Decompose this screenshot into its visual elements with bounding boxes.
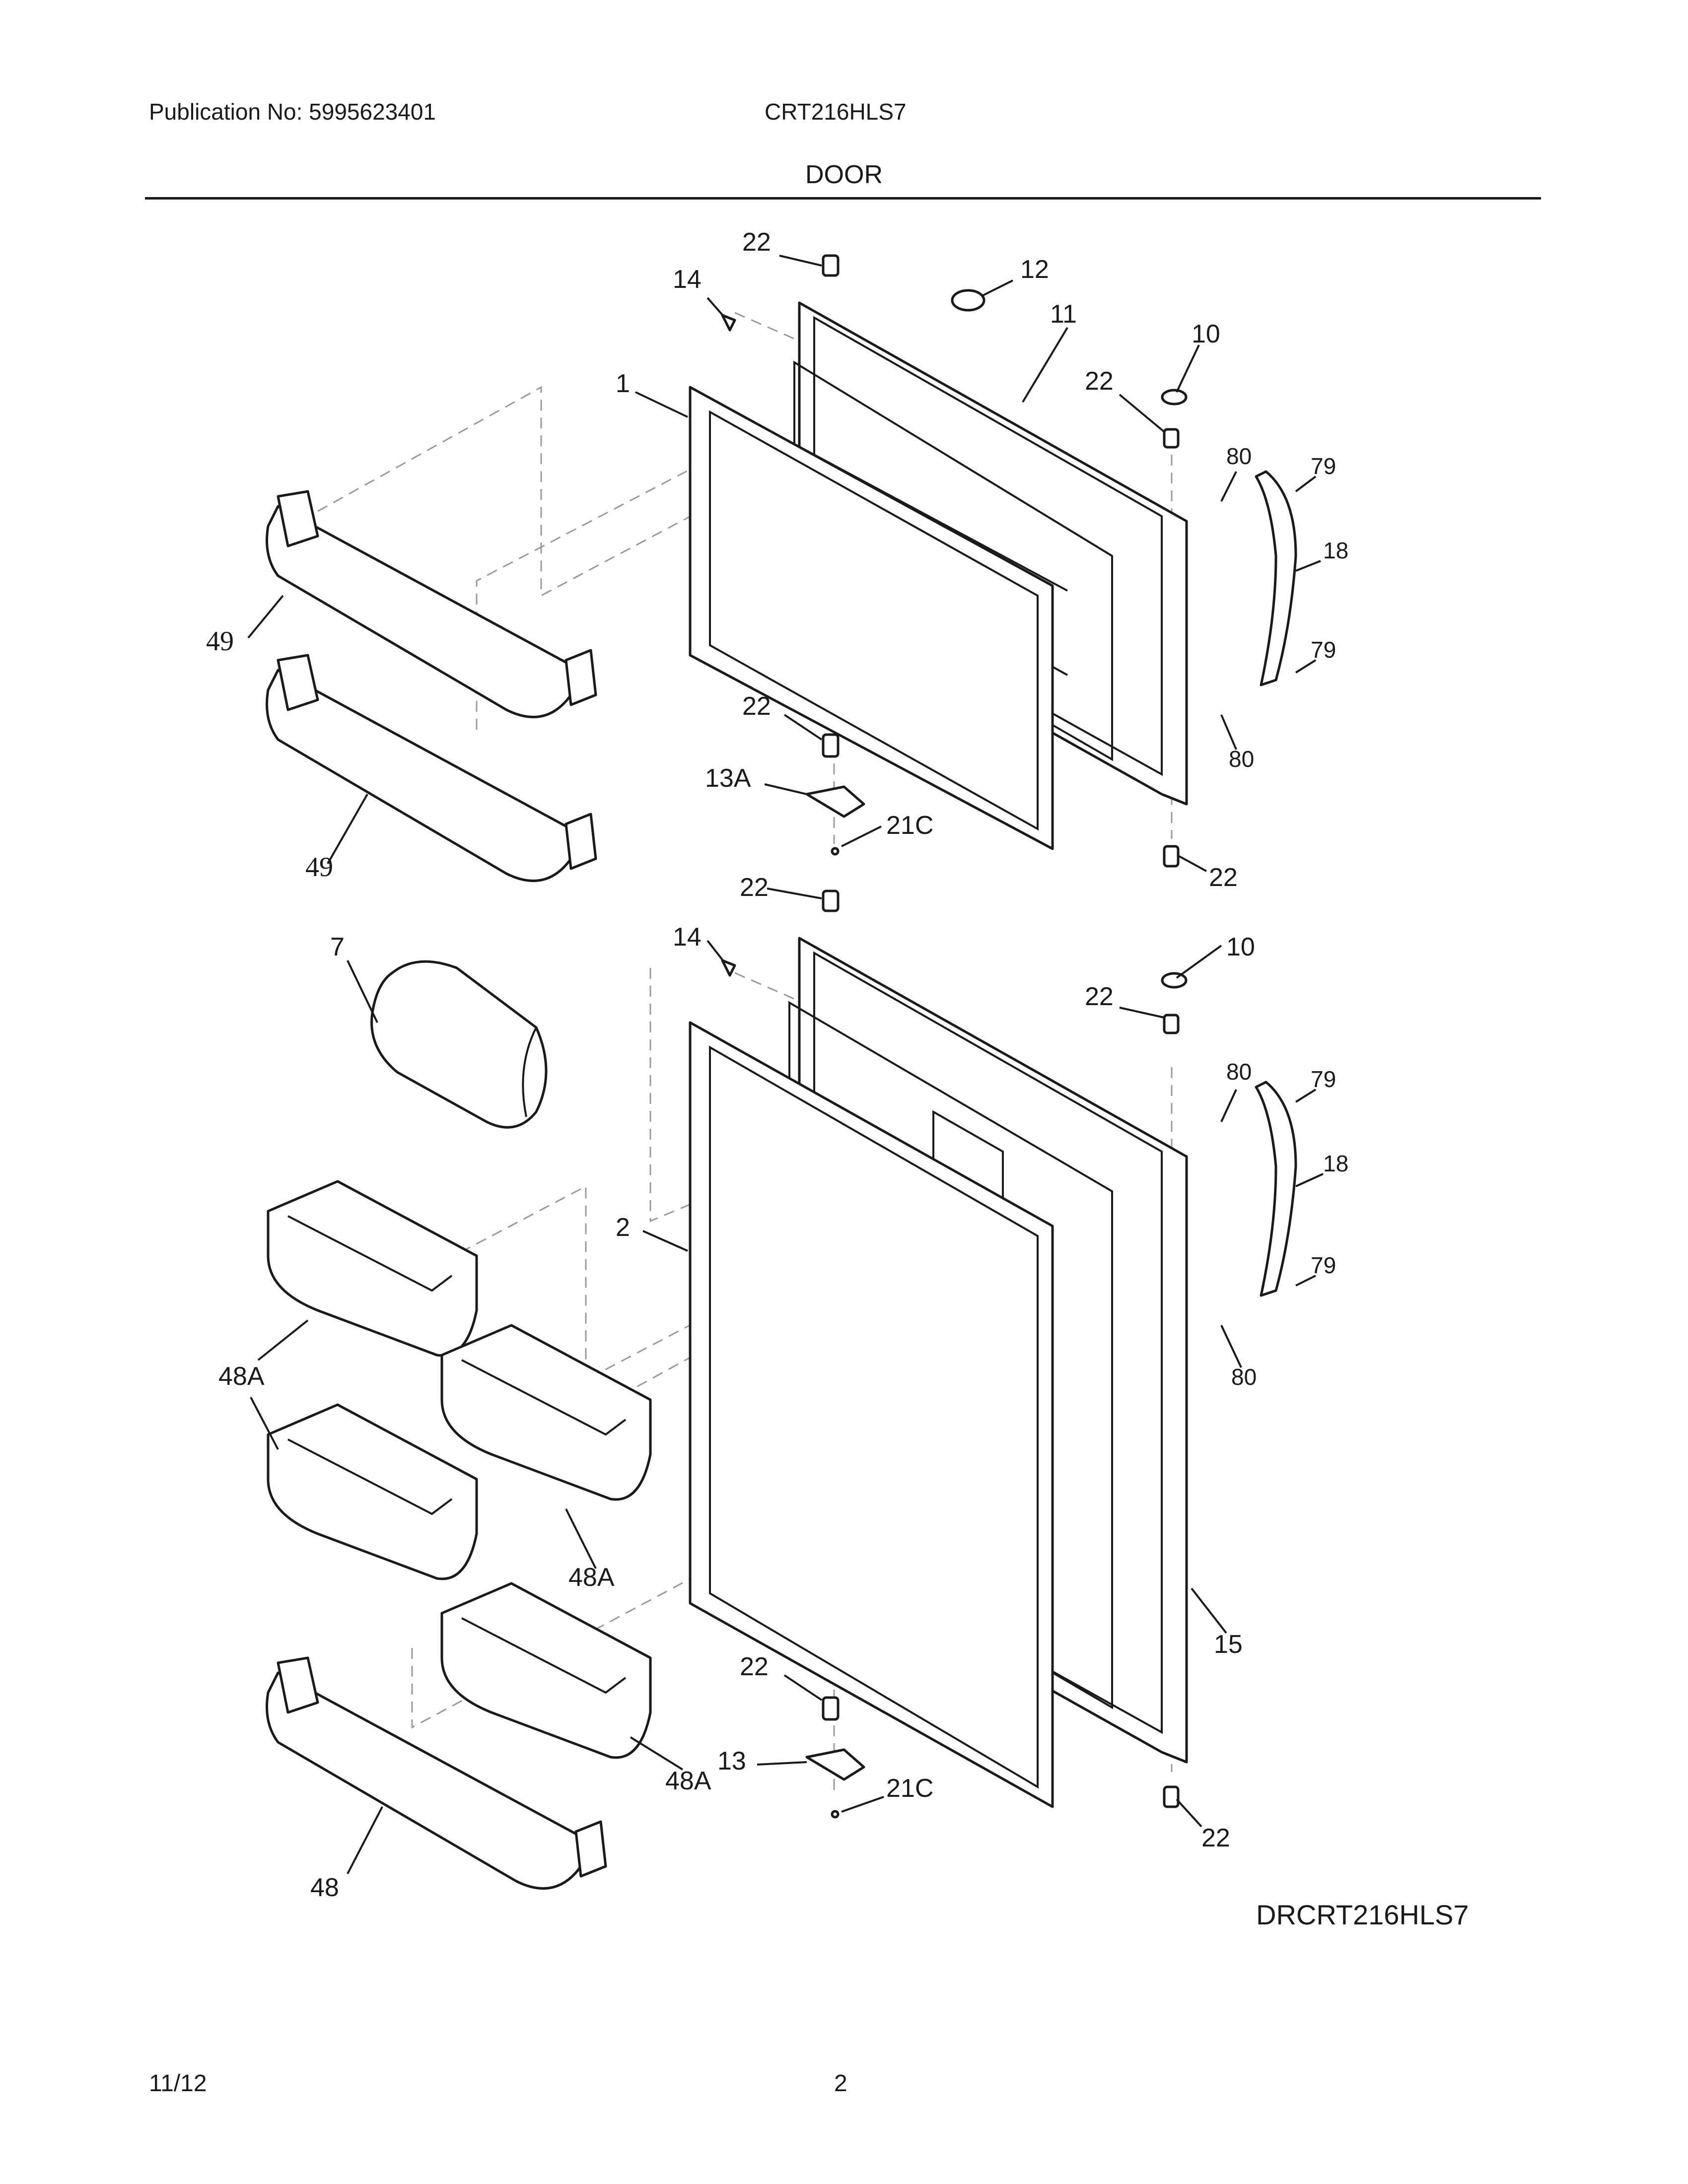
callout-79: 79 bbox=[1311, 1066, 1336, 1092]
page-number: 2 bbox=[834, 2070, 847, 2097]
callout-18: 18 bbox=[1323, 538, 1348, 563]
callout-22: 22 bbox=[742, 228, 771, 257]
callout-12: 12 bbox=[1020, 255, 1049, 284]
callout-1: 1 bbox=[616, 369, 630, 398]
callout-22: 22 bbox=[740, 873, 769, 902]
callout-7: 7 bbox=[330, 933, 345, 961]
callout-49: 49 bbox=[305, 852, 333, 883]
dairy-bin bbox=[370, 960, 548, 1129]
callout-49: 49 bbox=[206, 626, 234, 657]
callout-14: 14 bbox=[673, 265, 702, 294]
door-shelf-lower bbox=[266, 1656, 607, 1890]
callout-22: 22 bbox=[1201, 1824, 1230, 1852]
callout-48a: 48A bbox=[218, 1362, 265, 1391]
model-number: CRT216HLS7 bbox=[765, 99, 907, 125]
door-bin-right-upper bbox=[440, 1324, 652, 1501]
door-bin-right-lower bbox=[440, 1582, 652, 1759]
callout-22: 22 bbox=[740, 1652, 769, 1681]
hardware-parts bbox=[721, 254, 1188, 1819]
callout-79: 79 bbox=[1311, 637, 1336, 663]
leader-lines bbox=[247, 255, 1324, 1874]
callout-10: 10 bbox=[1192, 320, 1220, 348]
callout-48: 48 bbox=[310, 1873, 339, 1902]
door-bin-left-upper bbox=[267, 1180, 478, 1357]
callout-22: 22 bbox=[1085, 367, 1114, 396]
callout-15: 15 bbox=[1214, 1630, 1243, 1659]
callout-22: 22 bbox=[742, 692, 771, 721]
section-title: DOOR bbox=[805, 160, 883, 189]
door-handle-lower bbox=[1255, 1081, 1297, 1297]
callout-79: 79 bbox=[1311, 1252, 1336, 1278]
callout-13: 13 bbox=[717, 1747, 746, 1775]
callout-22: 22 bbox=[1085, 982, 1114, 1011]
callout-80: 80 bbox=[1226, 1059, 1252, 1085]
callout-10: 10 bbox=[1226, 933, 1255, 961]
freezer-door-gasket bbox=[689, 386, 1054, 850]
callout-80: 80 bbox=[1231, 1364, 1257, 1390]
fresh-food-door-gasket bbox=[689, 1021, 1054, 1808]
footer-date: 11/12 bbox=[149, 2070, 207, 2097]
callout-80: 80 bbox=[1229, 746, 1254, 772]
callout-13a: 13A bbox=[705, 764, 751, 793]
publication-number: Publication No: 5995623401 bbox=[149, 99, 436, 125]
callout-14: 14 bbox=[673, 923, 702, 952]
callout-22: 22 bbox=[1209, 863, 1238, 892]
header-divider bbox=[145, 197, 1541, 200]
callout-80: 80 bbox=[1226, 443, 1252, 469]
callout-21c: 21C bbox=[886, 1774, 933, 1803]
callout-48a: 48A bbox=[665, 1767, 711, 1795]
door-shelf-upper bbox=[266, 490, 597, 718]
door-handle-upper bbox=[1255, 470, 1297, 686]
diagram-code: DRCRT216HLS7 bbox=[1256, 1899, 1469, 1930]
door-shelf-middle bbox=[266, 654, 597, 882]
callout-21c: 21C bbox=[886, 811, 933, 840]
callout-48a: 48A bbox=[568, 1563, 615, 1592]
callout-79: 79 bbox=[1311, 453, 1336, 479]
callout-18: 18 bbox=[1323, 1151, 1348, 1176]
callout-2: 2 bbox=[616, 1213, 630, 1242]
callout-11: 11 bbox=[1050, 300, 1077, 329]
door-bin-left-lower bbox=[267, 1403, 478, 1580]
